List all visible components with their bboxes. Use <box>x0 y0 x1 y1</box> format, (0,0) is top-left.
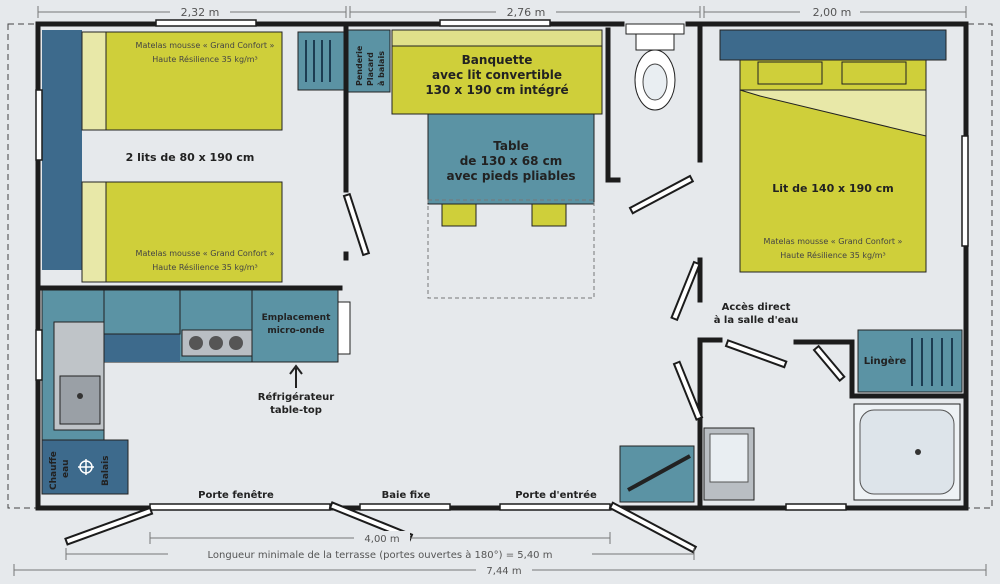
fridge-arrow-icon <box>289 364 303 388</box>
chauffe-eau-label-2: eau <box>61 459 71 478</box>
twin-beds-label: 2 lits de 80 x 190 cm <box>126 151 255 164</box>
fridge-label-1: Réfrigérateur <box>258 391 334 403</box>
exterior-openings <box>35 19 969 511</box>
dim-total: 7,44 m <box>486 566 521 577</box>
banquette-label-1: Banquette <box>462 53 533 67</box>
penderie-label-1: Penderie <box>355 45 364 86</box>
banquette-label-3: 130 x 190 cm intégré <box>425 83 568 97</box>
micro-onde-label-1: Emplacement <box>262 313 331 323</box>
lingere-label: Lingère <box>864 355 907 367</box>
double-bedroom <box>719 29 947 273</box>
micro-onde-label-2: micro-onde <box>267 326 324 336</box>
dim-top-left: 2,32 m <box>181 6 220 19</box>
terrace-doors <box>64 501 698 554</box>
water-heater-icon <box>78 459 94 475</box>
direct-access-label-1: Accès direct <box>722 301 791 313</box>
table-label-1: Table <box>493 139 529 153</box>
mattress-top-line2: Haute Résilience 35 kg/m³ <box>152 54 258 64</box>
mattress-bottom-line2: Haute Résilience 35 kg/m³ <box>152 262 258 272</box>
porte-entree-label: Porte d'entrée <box>515 489 597 501</box>
mattress-right-line2: Haute Résilience 35 kg/m³ <box>780 250 886 260</box>
fridge-label-2: table-top <box>270 405 322 416</box>
penderie-label-3: à balais <box>377 51 386 86</box>
banquette-label-2: avec lit convertible <box>432 68 562 82</box>
interior-doors <box>342 174 846 421</box>
mattress-top-line1: Matelas mousse « Grand Confort » <box>136 41 275 50</box>
dim-bottom-inner: 4,00 m <box>364 534 399 545</box>
baie-fixe-label: Baie fixe <box>382 490 431 501</box>
penderie-label-2: Placard <box>366 52 375 86</box>
bathroom <box>619 329 963 503</box>
table-label-3: avec pieds pliables <box>447 169 576 183</box>
balais-label: Balais <box>101 455 111 486</box>
direct-access-label-2: à la salle d'eau <box>714 314 799 326</box>
kitchen <box>41 289 351 495</box>
table-label-2: de 130 x 68 cm <box>460 154 563 168</box>
toilet-icon <box>625 23 685 111</box>
dim-terrace: Longueur minimale de la terrasse (portes… <box>208 549 553 561</box>
twin-bedroom <box>42 30 345 283</box>
dim-top-right: 2,00 m <box>813 6 852 19</box>
double-bed-label: Lit de 140 x 190 cm <box>772 182 894 195</box>
dim-top-middle: 2,76 m <box>507 6 546 19</box>
mattress-right-line1: Matelas mousse « Grand Confort » <box>764 237 903 246</box>
porte-fenetre-label: Porte fenêtre <box>198 489 274 501</box>
mattress-bottom-line1: Matelas mousse « Grand Confort » <box>136 249 275 258</box>
chauffe-eau-label-1: Chauffe <box>49 451 59 490</box>
living-area <box>347 29 603 299</box>
